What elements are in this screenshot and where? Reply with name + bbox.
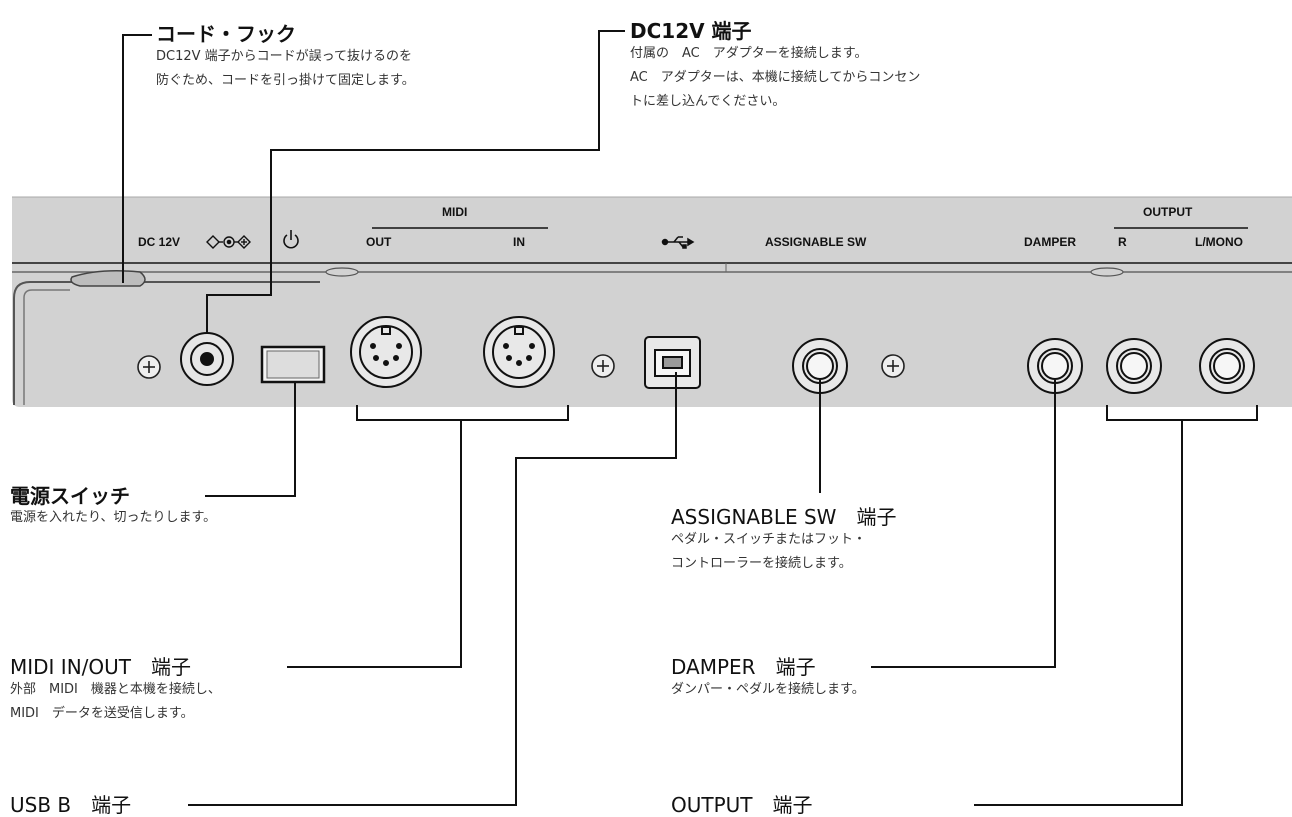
- output-r-jack: [1106, 338, 1162, 394]
- leader-midi: [287, 420, 462, 668]
- leader-cord-hook: [122, 34, 152, 283]
- power-icon: [283, 230, 299, 249]
- usb-b-port: [644, 336, 701, 389]
- leader-power: [205, 382, 296, 497]
- dc12v-title: DC12V 端子: [630, 19, 752, 43]
- assignable-label: ASSIGNABLE SW: [765, 235, 867, 249]
- midi-desc: 外部 MIDI 機器と本機を接続し、 MIDI データを送受信します。: [10, 682, 221, 721]
- dc-polarity-icon: [206, 235, 251, 249]
- assignable-sw-jack: [792, 338, 848, 394]
- damper-title: DAMPER 端子: [671, 655, 816, 679]
- damper-desc: ダンパー・ペダルを接続します。: [671, 682, 865, 697]
- cord-hook-title: コード・フック: [156, 22, 296, 46]
- midi-in-port: [483, 316, 555, 388]
- power-desc: 電源を入れたり、切ったりします。: [10, 510, 217, 525]
- dc12v-jack: [180, 332, 234, 386]
- output-lmono-label: L/MONO: [1195, 235, 1243, 249]
- midi-in-label: IN: [513, 235, 525, 249]
- midi-out-port: [350, 316, 422, 388]
- output-lmono-jack: [1199, 338, 1255, 394]
- screw-icon: [881, 354, 905, 378]
- screw-icon: [591, 354, 615, 378]
- midi-label: MIDI: [442, 205, 467, 219]
- rear-panel: [12, 197, 1292, 407]
- usb-title: USB B 端子: [10, 793, 132, 817]
- dc-label: DC 12V: [138, 235, 180, 249]
- panel-left-edge: [13, 281, 320, 405]
- power-switch: [260, 345, 326, 384]
- damper-jack: [1027, 338, 1083, 394]
- output-label: OUTPUT: [1143, 205, 1193, 219]
- output-r-label: R: [1118, 235, 1127, 249]
- leader-damper: [871, 380, 1056, 668]
- usb-icon: [661, 236, 695, 249]
- cord-hook-desc: DC12V 端子からコードが誤って抜けるのを 防ぐため、コードを引っ掛けて固定し…: [156, 49, 415, 88]
- midi-out-label: OUT: [366, 235, 392, 249]
- leader-usb: [188, 372, 677, 806]
- damper-label: DAMPER: [1024, 235, 1076, 249]
- leader-midi-bracket: [356, 405, 569, 421]
- output-title: OUTPUT 端子: [671, 793, 813, 817]
- assignable-title: ASSIGNABLE SW 端子: [671, 505, 897, 529]
- power-title: 電源スイッチ: [10, 484, 130, 508]
- leader-output-bracket: [1106, 405, 1258, 421]
- dc12v-desc: 付属の AC アダプターを接続します。 AC アダプターは、本機に接続してからコ…: [630, 46, 921, 109]
- leader-dc12v: [206, 30, 625, 333]
- cord-hook: [70, 270, 146, 287]
- midi-title: MIDI IN/OUT 端子: [10, 655, 192, 679]
- assignable-desc: ペダル・スイッチまたはフット・ コントローラーを接続します。: [671, 532, 867, 571]
- screw-icon: [137, 355, 161, 379]
- leader-output: [974, 420, 1183, 806]
